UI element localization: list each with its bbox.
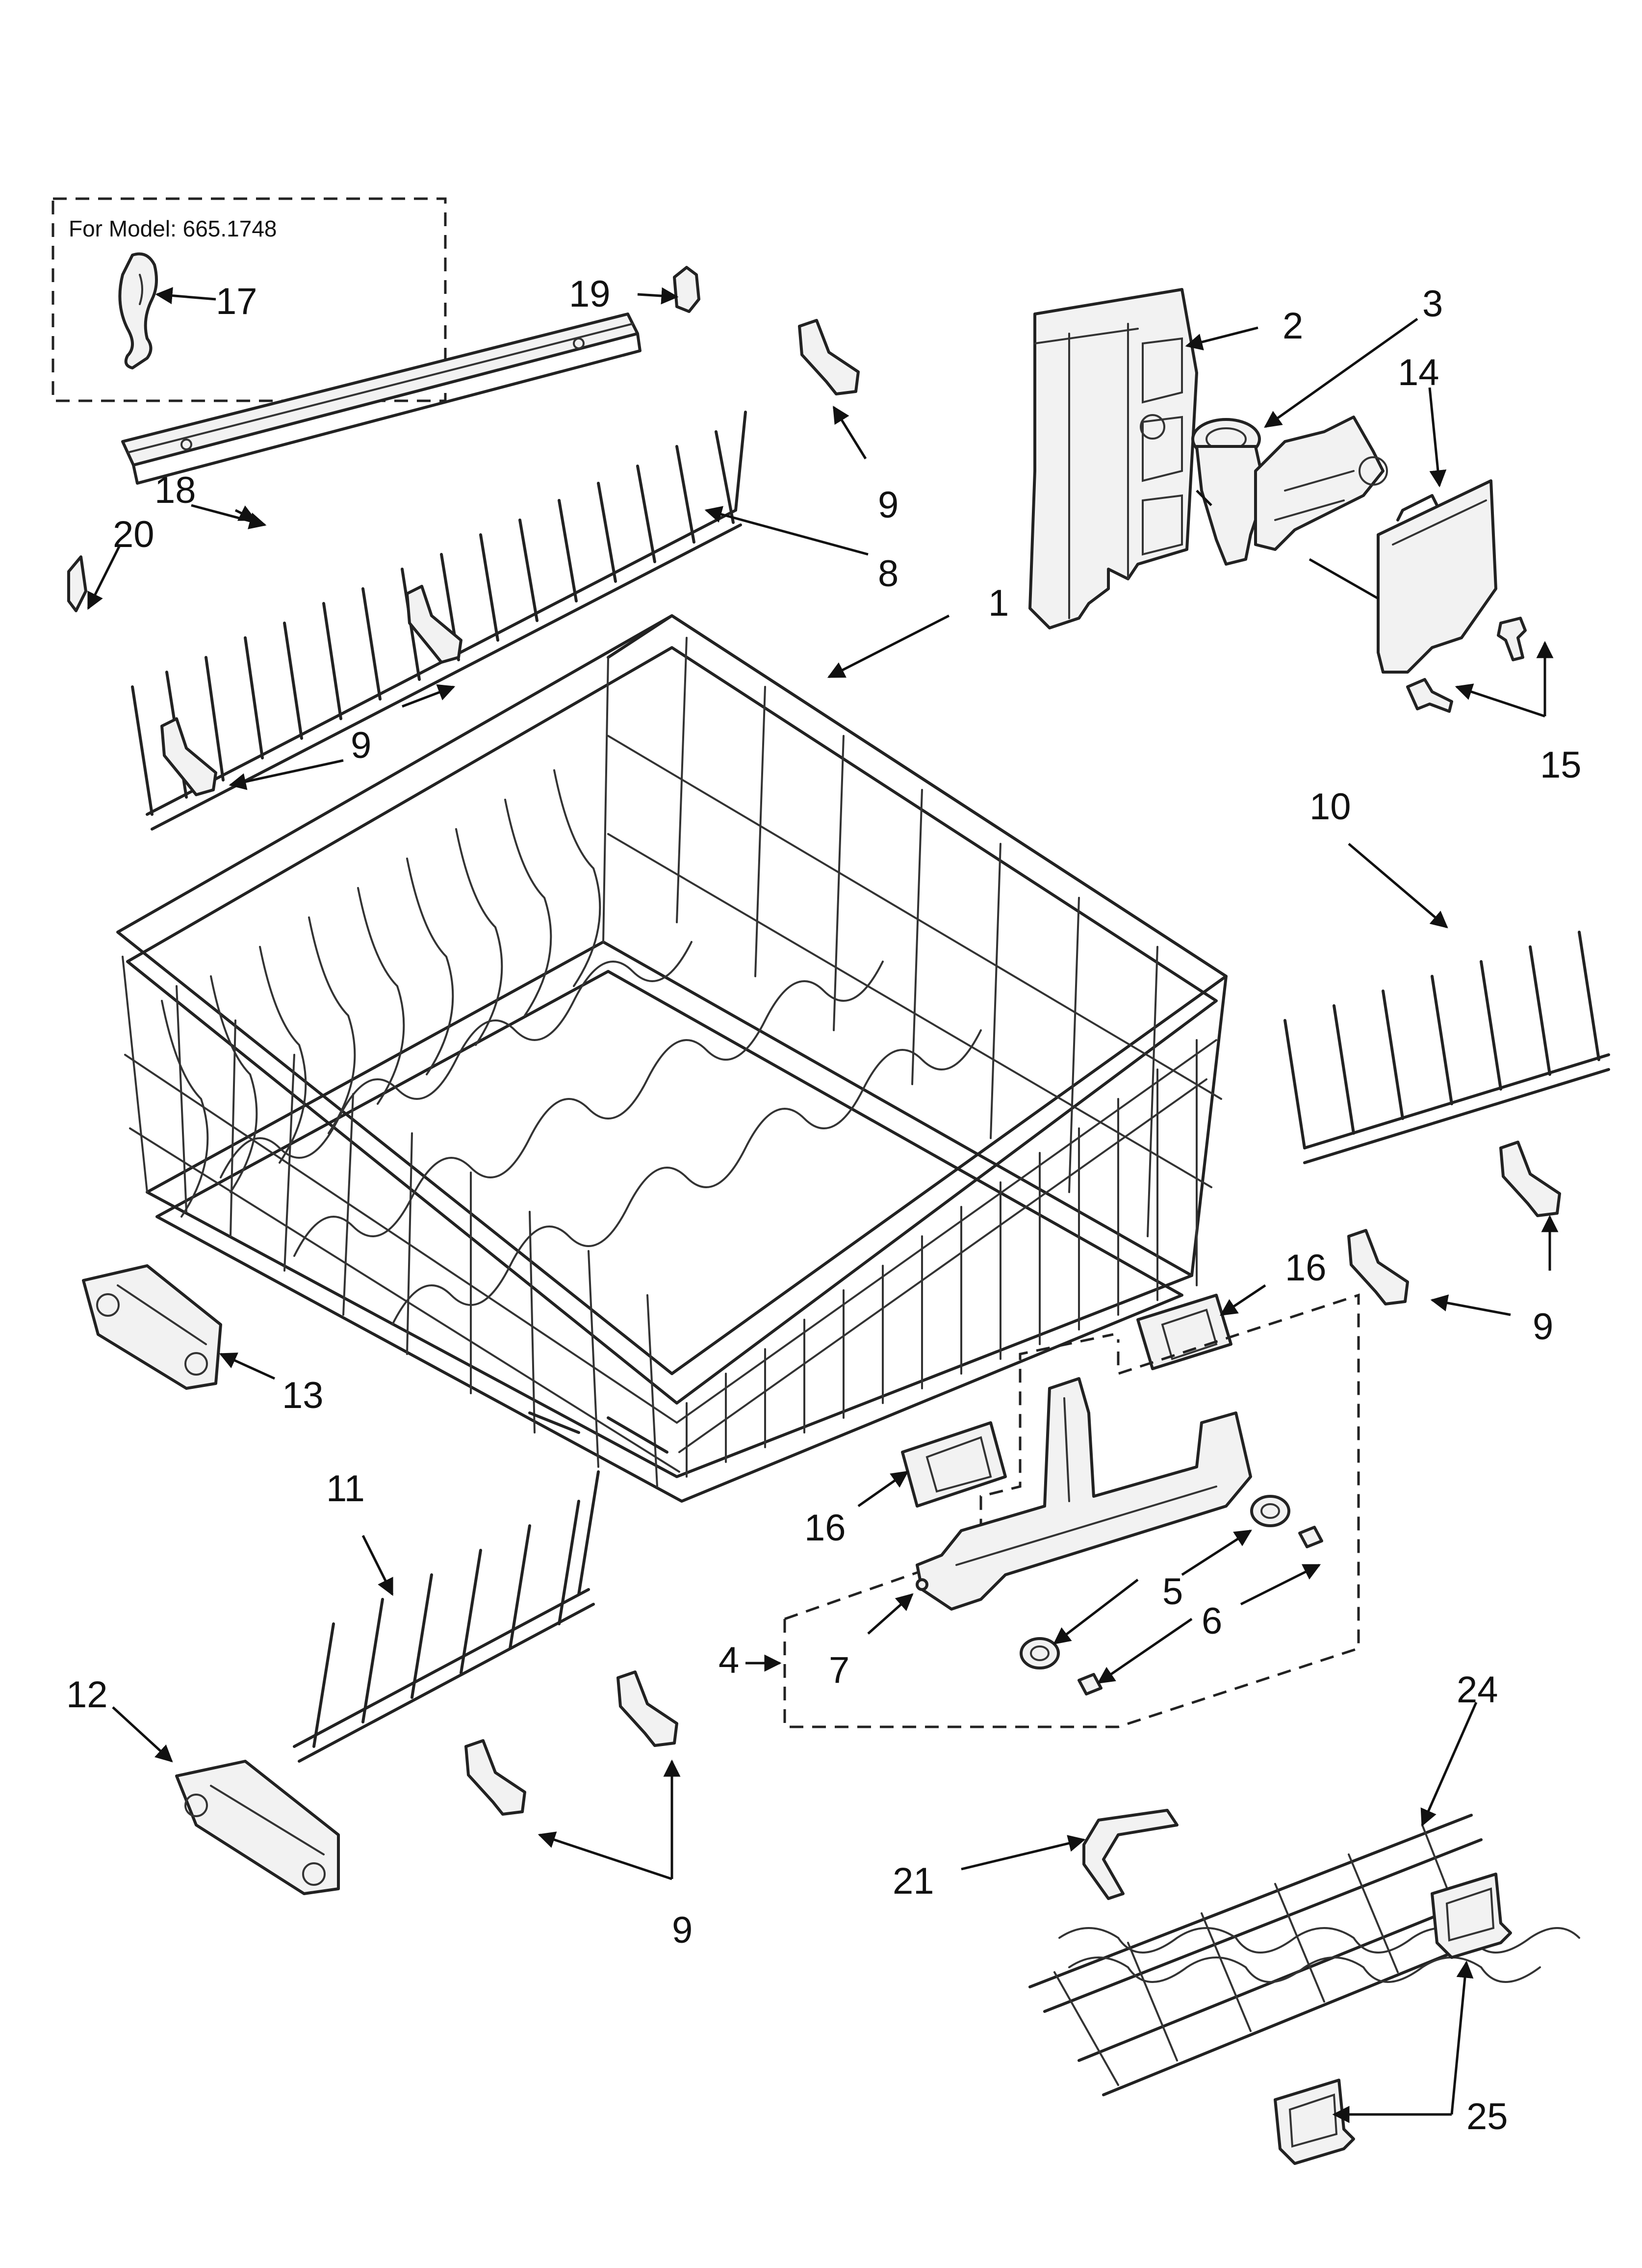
part-9-clip-right-lower	[1347, 1229, 1409, 1305]
leader-lines	[87, 287, 1559, 2123]
part-4-adjuster-assembly	[783, 1293, 1360, 1728]
callout-13: 13	[282, 1375, 324, 1416]
callout-4: 4	[718, 1640, 739, 1681]
callout-11: 11	[326, 1468, 365, 1510]
part-9-clip-lower-b	[464, 1739, 526, 1816]
callout-14: 14	[1398, 352, 1439, 393]
part-3-adjuster-lever	[1191, 416, 1388, 566]
callout-9-top: 9	[878, 484, 898, 526]
part-9-clip-lower-left	[160, 717, 217, 796]
callout-3: 3	[1422, 283, 1443, 325]
part-25-stop-lower	[1274, 2079, 1355, 2165]
part-25-stop-upper	[1431, 1873, 1512, 1959]
callout-6-upper: 6	[1202, 1600, 1222, 1642]
part-14-cover	[1377, 479, 1497, 674]
callout-15: 15	[1540, 744, 1582, 786]
callout-24: 24	[1457, 1669, 1498, 1711]
callout-9-right: 9	[1533, 1306, 1553, 1348]
part-16-bumper-lower	[901, 1421, 1007, 1508]
callout-1: 1	[988, 582, 1009, 624]
part-15-screw-upper	[1497, 617, 1527, 661]
part-15-screw-lower	[1406, 678, 1453, 713]
callout-25: 25	[1466, 2096, 1508, 2138]
callout-20: 20	[113, 514, 154, 555]
part-24-wire-rack	[1028, 1814, 1580, 2096]
callout-5: 5	[1162, 1571, 1183, 1613]
part-19-clip	[673, 266, 700, 313]
callout-2: 2	[1283, 305, 1303, 347]
part-13-end-cap	[82, 1264, 222, 1390]
callout-9-bottom: 9	[672, 1909, 693, 1951]
part-1-dishrack	[116, 614, 1228, 1503]
part-12-end-cap	[175, 1760, 340, 1895]
model-box: For Model: 665.1748	[51, 197, 447, 402]
part-2-adjuster-housing	[1028, 288, 1198, 629]
part-9-clip-top	[798, 319, 860, 395]
part-16-bumper-upper	[1136, 1294, 1232, 1370]
callout-9-left: 9	[351, 725, 371, 766]
part-20-clip	[67, 555, 87, 612]
callout-12: 12	[66, 1674, 108, 1716]
callout-17: 17	[216, 281, 257, 322]
part-9-clip-right-upper	[1499, 1141, 1561, 1217]
part-18-rail	[121, 313, 641, 485]
callout-7: 7	[829, 1649, 849, 1691]
part-10-tine-row	[1283, 931, 1610, 1164]
callout-10: 10	[1309, 786, 1351, 828]
callout-8: 8	[878, 553, 898, 595]
model-box-label: For Model: 665.1748	[69, 216, 277, 241]
callout-18: 18	[154, 469, 196, 511]
callout-19: 19	[569, 273, 611, 315]
part-17-clip	[118, 252, 158, 369]
part-11-tine-row	[293, 1470, 600, 1763]
callout-21: 21	[893, 1860, 934, 1902]
callout-16-lower: 16	[804, 1507, 846, 1549]
callout-16-upper: 16	[1285, 1247, 1327, 1289]
part-9-clip-upper-left	[406, 585, 462, 664]
part-9-clip-lower-a	[616, 1670, 678, 1747]
callout-labels: 1 2 3 4 5 6 6 7 8 9 9 9 9 10 11 12 13 14…	[66, 273, 1582, 2138]
part-21-handle	[1082, 1809, 1179, 1900]
